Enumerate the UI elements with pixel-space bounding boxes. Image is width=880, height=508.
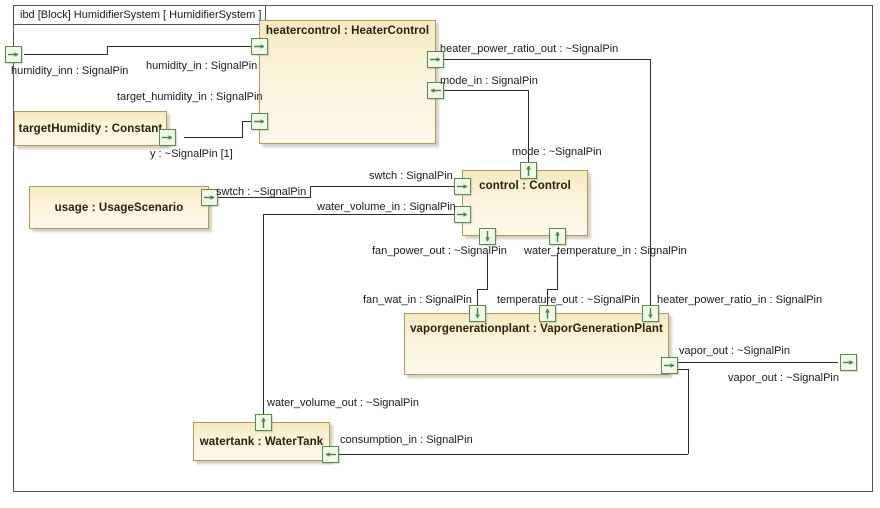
conn-hpr-v1	[650, 59, 651, 313]
part-heatercontrol[interactable]: heatercontrol : HeaterControl	[259, 20, 436, 144]
port-heatercontrol-heater-power-ratio-out[interactable]	[427, 51, 444, 68]
conn-target-h2	[242, 121, 259, 122]
label-water-volume-in: water_volume_in : SignalPin	[317, 201, 456, 213]
port-humidity-inn[interactable]	[5, 46, 22, 63]
label-fan-power-out: fan_power_out : ~SignalPin	[372, 245, 507, 257]
part-targetHumidity[interactable]: targetHumidity : Constant	[14, 111, 167, 146]
conn-fan-h1	[477, 289, 488, 290]
arrow-right-icon	[254, 44, 265, 49]
port-vgp-temperature-out[interactable]	[539, 305, 556, 322]
conn-temp-h1	[547, 289, 558, 290]
conn-swtch-h2	[310, 186, 462, 187]
conn-vapor-h2	[677, 369, 688, 370]
conn-hpr-h1	[435, 59, 651, 60]
arrow-up-icon	[526, 165, 531, 176]
conn-swtch-h1	[217, 197, 310, 198]
conn-humidity-v1	[107, 46, 108, 55]
label-heater-power-ratio-in: heater_power_ratio_in : SignalPin	[657, 294, 823, 306]
port-control-fan-power-out[interactable]	[479, 228, 496, 245]
label-swtch-in: swtch : SignalPin	[369, 170, 453, 182]
arrow-up-icon	[555, 231, 560, 242]
port-watertank-consumption-in[interactable]	[322, 446, 339, 463]
arrow-right-icon	[162, 135, 173, 140]
label-vapor-out-part: vapor_out : ~SignalPin	[679, 345, 790, 357]
port-heatercontrol-mode-in[interactable]	[427, 82, 444, 99]
conn-target-h1	[184, 137, 242, 138]
arrow-up-icon	[261, 417, 266, 428]
part-watertank-label: watertank : WaterTank	[199, 435, 324, 448]
port-vapor-out-boundary[interactable]	[840, 354, 857, 371]
diagram-header-text: ibd [Block] HumidifierSystem [ Humidifie…	[20, 9, 262, 21]
arrow-right-icon	[457, 212, 468, 217]
port-heatercontrol-humidity-in[interactable]	[251, 38, 268, 55]
port-control-water-volume-in[interactable]	[454, 206, 471, 223]
conn-mode-v1	[528, 90, 529, 170]
label-humidity-inn: humidity_inn : SignalPin	[11, 65, 129, 77]
port-usage-swtch[interactable]	[201, 189, 218, 206]
arrow-right-icon	[843, 360, 854, 365]
arrow-right-icon	[664, 363, 675, 368]
part-control-label: control : Control	[479, 180, 571, 192]
label-temperature-out: temperature_out : ~SignalPin	[497, 294, 640, 306]
conn-mode-h1	[435, 90, 528, 91]
arrow-down-icon	[475, 308, 480, 319]
conn-humidity-h2	[107, 46, 259, 47]
port-watertank-water-volume-out[interactable]	[255, 414, 272, 431]
part-control[interactable]: control : Control	[462, 170, 588, 236]
conn-temp-v2	[547, 289, 548, 313]
port-heatercontrol-target-humidity-in[interactable]	[251, 113, 268, 130]
arrow-right-icon	[254, 119, 265, 124]
port-control-mode[interactable]	[520, 162, 537, 179]
conn-fan-v1	[487, 253, 488, 289]
part-heatercontrol-label: heatercontrol : HeaterControl	[265, 25, 430, 37]
label-swtch-out: swtch : ~SignalPin	[216, 186, 307, 198]
label-target-humidity-in: target_humidity_in : SignalPin	[117, 91, 263, 103]
conn-fan-v2	[477, 289, 478, 313]
arrow-right-icon	[8, 52, 19, 57]
conn-temp-v1	[557, 253, 558, 289]
label-consumption-in: consumption_in : SignalPin	[340, 434, 473, 446]
label-heater-power-ratio-out: heater_power_ratio_out : ~SignalPin	[440, 43, 619, 55]
arrow-right-icon	[430, 57, 441, 62]
label-mode-out: mode : ~SignalPin	[512, 146, 602, 158]
port-vgp-vapor-out[interactable]	[661, 357, 678, 374]
arrow-up-icon	[545, 308, 550, 319]
port-vgp-heater-power-ratio-in[interactable]	[642, 305, 659, 322]
label-water-volume-out: water_volume_out : ~SignalPin	[267, 397, 419, 409]
label-water-temperature-in: water_temperature_in : SignalPin	[524, 245, 687, 257]
arrow-right-icon	[204, 195, 215, 200]
label-y-out: y : ~SignalPin [1]	[150, 148, 233, 160]
arrow-left-icon	[325, 452, 336, 457]
diagram-frame	[13, 5, 873, 492]
arrow-down-icon	[648, 308, 653, 319]
part-targetHumidity-label: targetHumidity : Constant	[18, 122, 163, 135]
port-control-water-temperature-in[interactable]	[549, 228, 566, 245]
port-vgp-fan-wat-in[interactable]	[469, 305, 486, 322]
conn-vapor-h1	[677, 362, 838, 363]
arrow-right-icon	[457, 184, 468, 189]
arrow-down-icon	[485, 231, 490, 242]
conn-target-v1	[242, 121, 243, 138]
port-control-swtch[interactable]	[454, 178, 471, 195]
conn-vapor-v1	[688, 369, 689, 454]
label-vapor-out-boundary: vapor_out : ~SignalPin	[728, 372, 839, 384]
label-humidity-in: humidity_in : SignalPin	[146, 60, 258, 72]
label-mode-in: mode_in : SignalPin	[440, 75, 538, 87]
part-vaporgenerationplant-label: vaporgenerationplant : VaporGenerationPl…	[410, 323, 663, 335]
conn-wvo-v1	[263, 214, 264, 423]
label-fan-wat-in: fan_wat_in : SignalPin	[363, 294, 472, 306]
part-vaporgenerationplant[interactable]: vaporgenerationplant : VaporGenerationPl…	[404, 313, 669, 375]
arrow-left-icon	[430, 88, 441, 93]
port-targetHumidity-y[interactable]	[159, 129, 176, 146]
conn-vapor-h3	[330, 454, 688, 455]
diagram-header-tab: ibd [Block] HumidifierSystem [ Humidifie…	[13, 5, 267, 25]
part-usage-label: usage : UsageScenario	[54, 201, 184, 214]
conn-wvo-h1	[263, 214, 462, 215]
conn-humidity-h1	[24, 54, 107, 55]
conn-swtch-v1	[310, 186, 311, 198]
part-usage[interactable]: usage : UsageScenario	[29, 186, 209, 229]
